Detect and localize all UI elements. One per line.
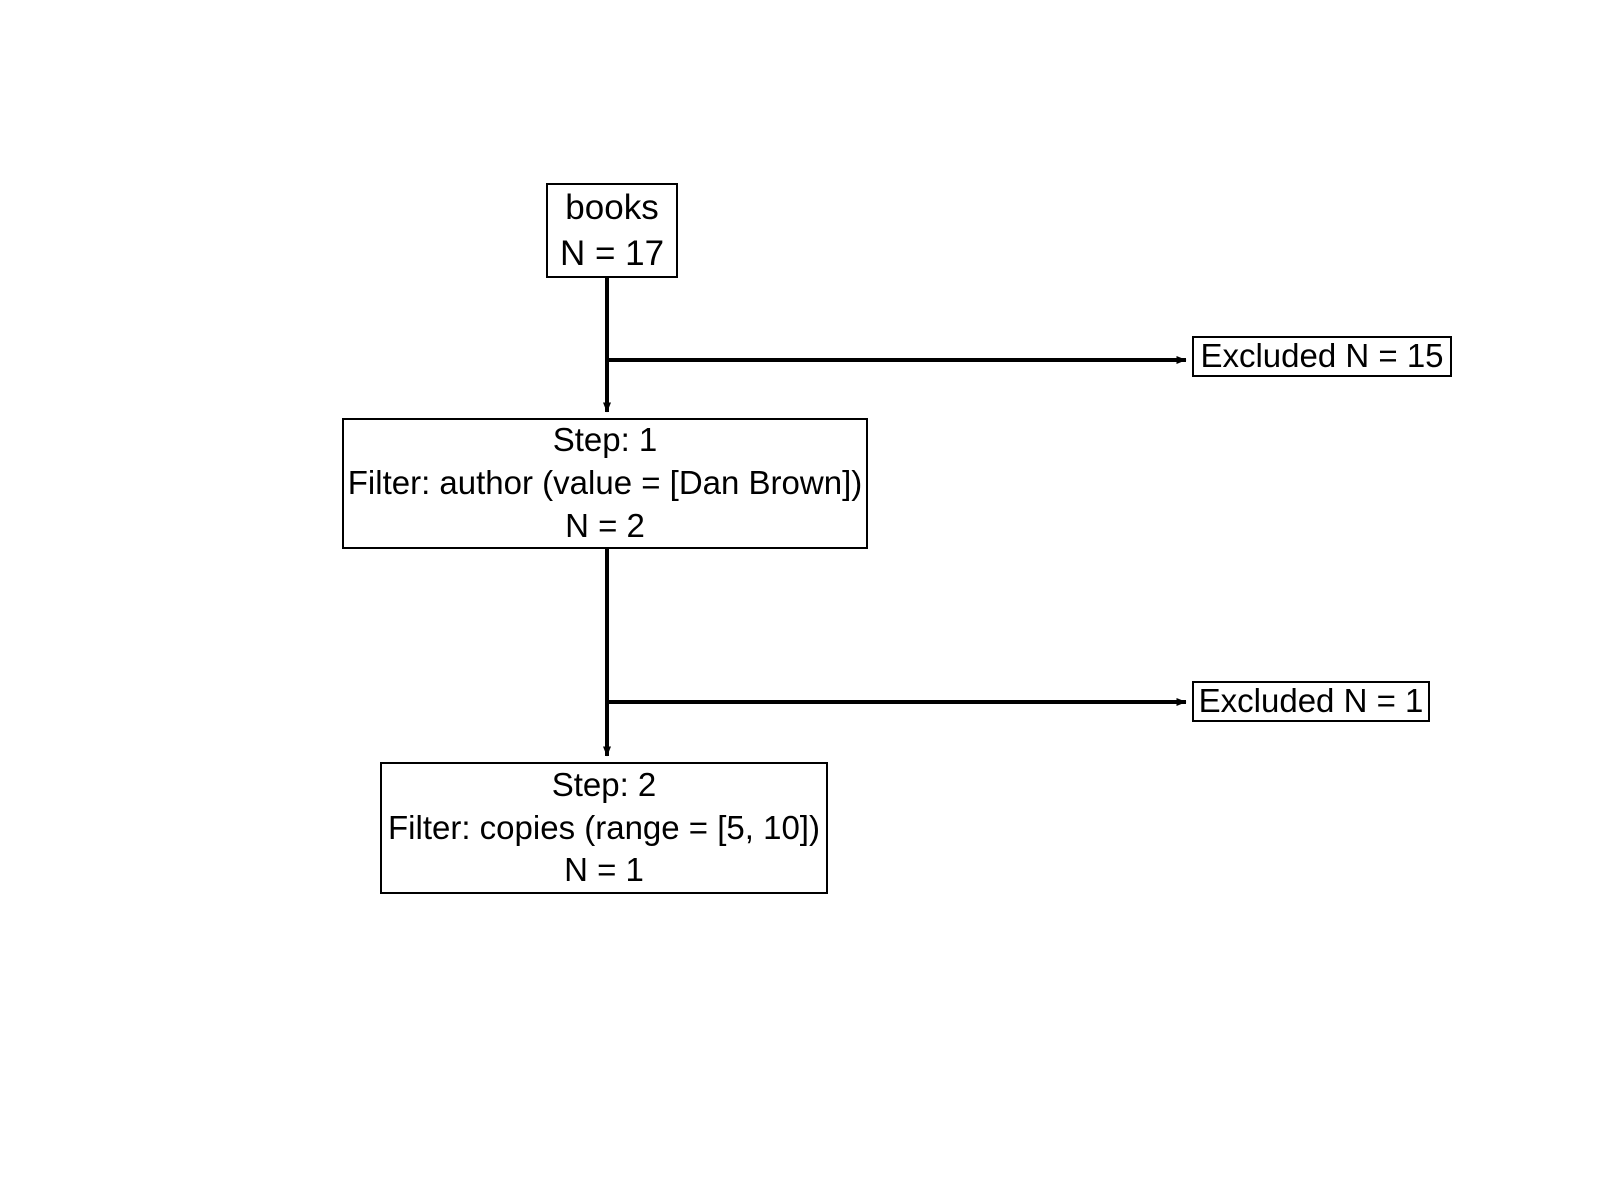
step-1-label: Step: 1 (552, 421, 658, 459)
step-2-filter: Filter: copies (range = [5, 10]) (388, 808, 820, 846)
excluded-2-label: Excluded N = 1 (1198, 682, 1424, 720)
source-count: N = 17 (559, 233, 665, 273)
step-1-count: N = 2 (565, 506, 645, 544)
node-excluded-step-1[interactable]: Excluded N = 15 (1192, 336, 1452, 377)
node-source-books[interactable]: books N = 17 (546, 183, 678, 278)
step-2-count: N = 1 (564, 851, 644, 889)
node-excluded-step-2[interactable]: Excluded N = 1 (1192, 681, 1430, 722)
excluded-1-label: Excluded N = 15 (1200, 337, 1444, 375)
node-step-1[interactable]: Step: 1 Filter: author (value = [Dan Bro… (342, 418, 868, 549)
step-2-label: Step: 2 (551, 765, 657, 803)
source-name: books (565, 188, 659, 227)
node-step-2[interactable]: Step: 2 Filter: copies (range = [5, 10])… (380, 762, 828, 894)
step-1-filter: Filter: author (value = [Dan Brown]) (347, 464, 863, 502)
